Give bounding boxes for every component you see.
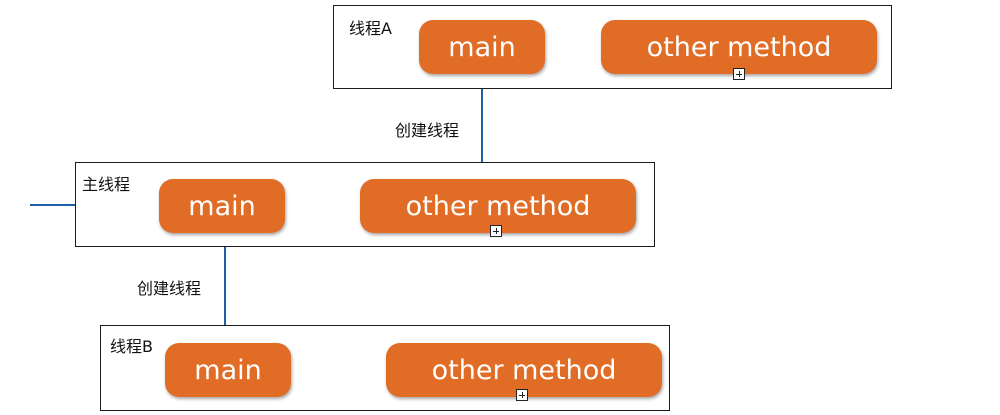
thread-a-label: 线程A bbox=[349, 19, 392, 38]
main-thread-other-method-node[interactable]: other method bbox=[360, 179, 636, 233]
thread-a-other-method-node[interactable]: other method bbox=[601, 20, 877, 74]
expand-plus-icon[interactable] bbox=[733, 68, 745, 80]
main-thread-frame: 主线程 main other method bbox=[75, 162, 655, 247]
thread-b-main-node[interactable]: main bbox=[165, 343, 291, 397]
expand-plus-icon[interactable] bbox=[516, 389, 528, 401]
thread-b-frame: 线程B main other method bbox=[100, 325, 670, 411]
create-thread-b-label: 创建线程 bbox=[137, 279, 202, 298]
main-thread-main-node[interactable]: main bbox=[159, 179, 285, 233]
thread-b-label: 线程B bbox=[110, 337, 153, 356]
create-thread-a-label: 创建线程 bbox=[395, 121, 460, 140]
main-thread-label: 主线程 bbox=[82, 175, 131, 194]
expand-plus-icon[interactable] bbox=[490, 225, 502, 237]
thread-a-main-node[interactable]: main bbox=[419, 20, 545, 74]
thread-b-other-method-node[interactable]: other method bbox=[386, 343, 662, 397]
thread-a-frame: 线程A main other method bbox=[333, 5, 892, 89]
